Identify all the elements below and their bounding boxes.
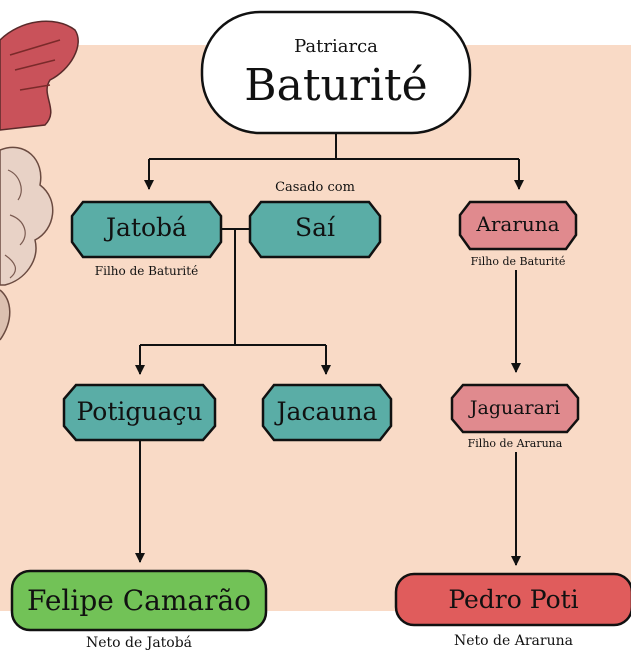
root-caption: Patriarca bbox=[294, 36, 378, 57]
araruna-caption: Filho de Baturité bbox=[470, 255, 566, 268]
married-label: Casado com bbox=[275, 180, 355, 195]
diagram-background bbox=[0, 45, 631, 611]
pedro-node-shape bbox=[394, 572, 631, 627]
jacauna-name: Jacauna bbox=[276, 397, 378, 426]
jatoba-node-shape bbox=[70, 200, 223, 259]
felipe-name: Felipe Camarão bbox=[26, 584, 252, 617]
felipe-node-shape bbox=[10, 569, 268, 632]
jaguarari-node-shape bbox=[450, 383, 580, 434]
root-name: Baturité bbox=[244, 60, 428, 111]
potiguacu-node-shape bbox=[62, 383, 217, 442]
jaguarari-name: Jaguarari bbox=[469, 397, 561, 419]
sai-name: Saí bbox=[294, 213, 336, 242]
araruna-node-shape bbox=[458, 200, 578, 251]
pedro-name: Pedro Poti bbox=[448, 585, 579, 614]
sketch-illustration bbox=[0, 20, 79, 341]
pedro-caption: Neto de Araruna bbox=[454, 633, 573, 649]
root-node-shape bbox=[200, 10, 472, 135]
jaguarari-caption: Filho de Araruna bbox=[467, 437, 563, 450]
jatoba-caption: Filho de Baturité bbox=[94, 264, 199, 278]
jatoba-name: Jatobá bbox=[106, 213, 187, 242]
jacauna-node-shape bbox=[261, 383, 393, 442]
potiguacu-name: Potiguaçu bbox=[76, 397, 203, 426]
araruna-name: Araruna bbox=[476, 212, 560, 236]
felipe-caption: Neto de Jatobá bbox=[85, 635, 193, 651]
sai-node-shape bbox=[248, 200, 382, 259]
